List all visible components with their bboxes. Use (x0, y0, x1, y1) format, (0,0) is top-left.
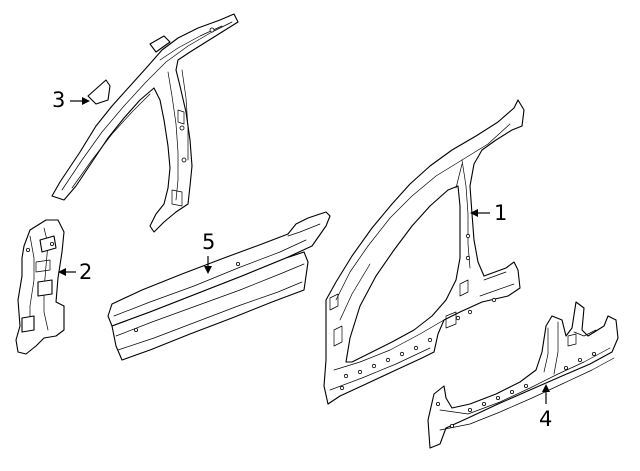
leader-3 (70, 97, 90, 105)
part-5-rocker-panel (107, 211, 331, 361)
part-4-rocker-reinforcement (427, 301, 619, 449)
part-3-upper-pillar (51, 13, 239, 233)
leader-5 (204, 256, 212, 274)
part-2-lower-reinforcement (15, 219, 65, 355)
leader-2 (58, 268, 76, 276)
callout-4: 4 (539, 407, 553, 431)
callout-3: 3 (52, 88, 66, 112)
leader-4 (542, 384, 550, 404)
leader-1 (470, 209, 490, 217)
callout-5: 5 (202, 230, 216, 254)
callout-2: 2 (79, 260, 93, 284)
callout-1: 1 (494, 201, 508, 225)
part-1-body-side-frame (323, 99, 525, 405)
